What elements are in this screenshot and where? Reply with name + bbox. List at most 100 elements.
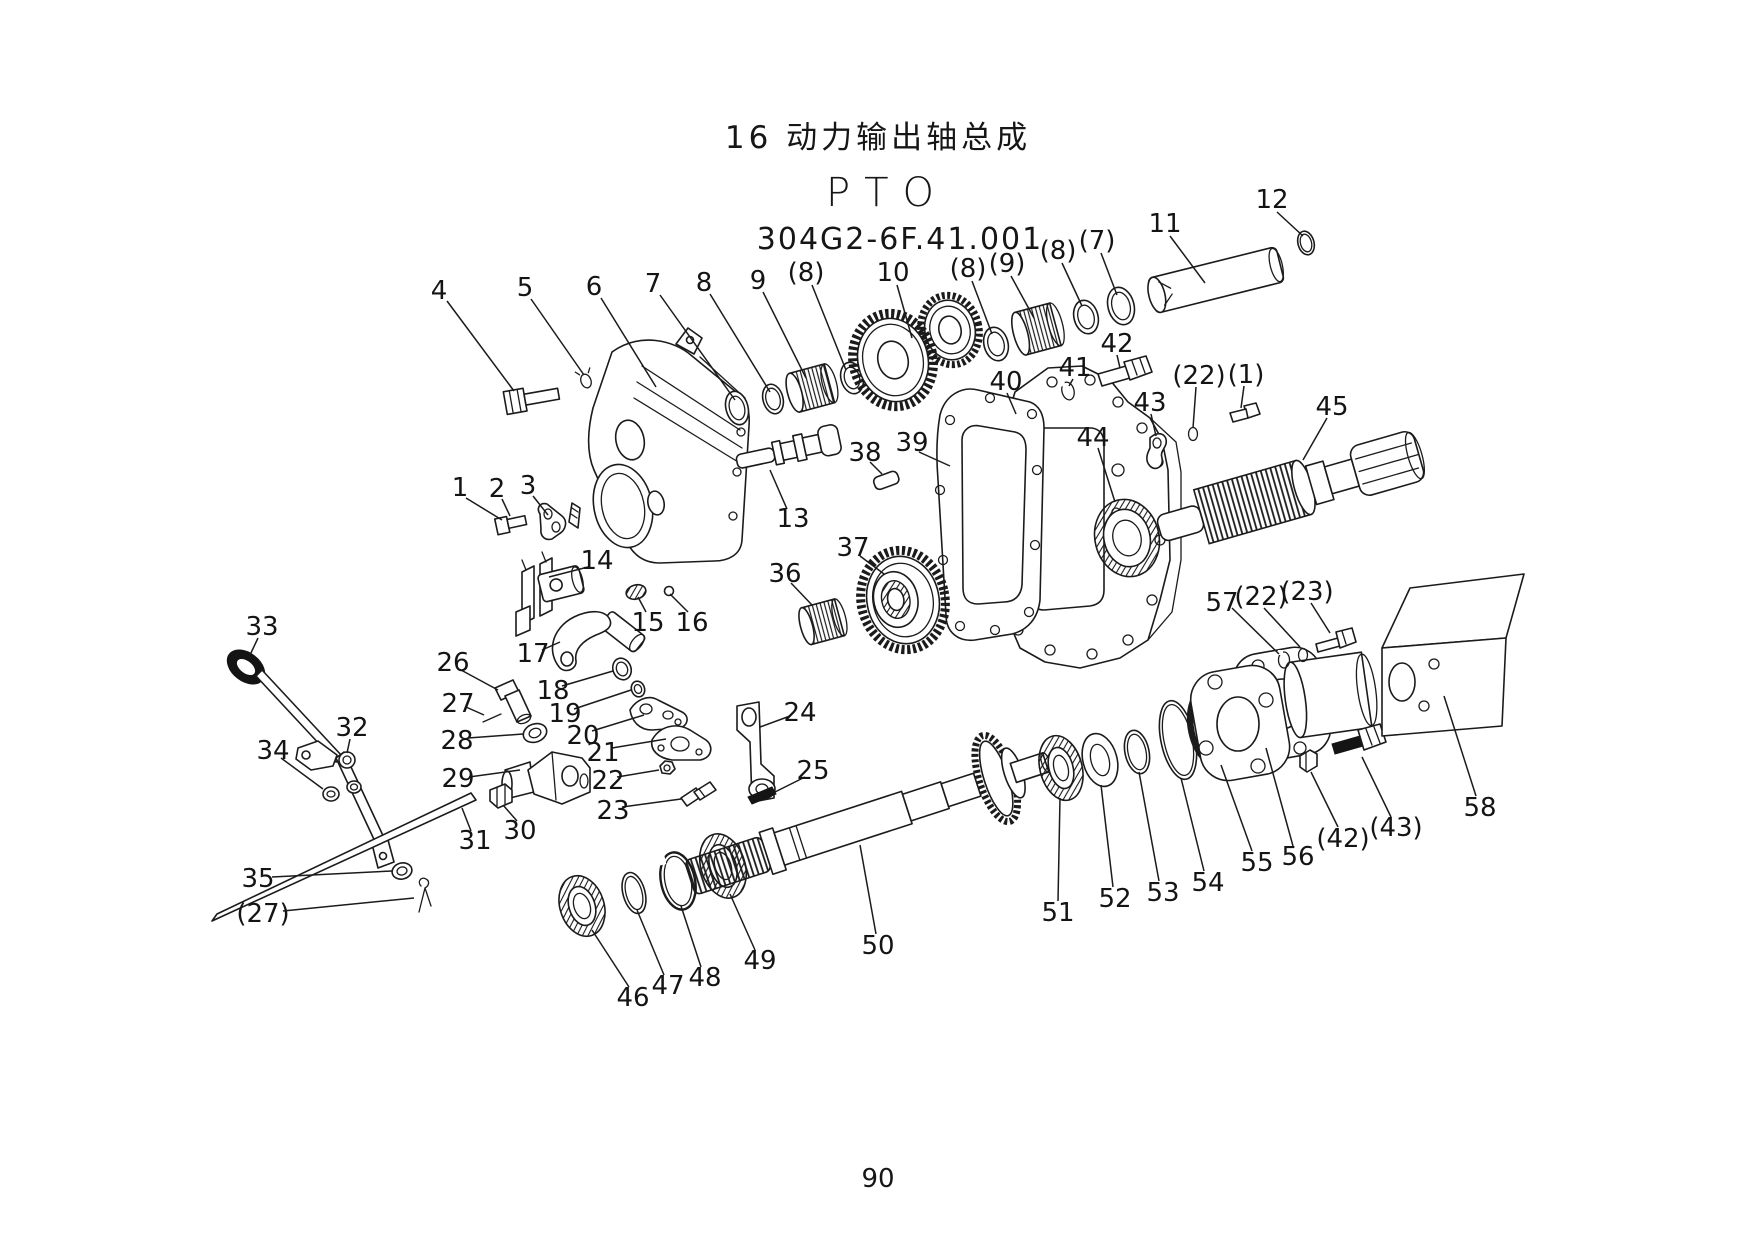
part-label-1-14: 1 <box>452 473 469 503</box>
part-12-ring <box>1296 230 1316 256</box>
leader-line <box>461 807 472 832</box>
leader-line <box>709 293 771 393</box>
part-label-2-15: 2 <box>489 474 506 504</box>
part-label-19-37: 19 <box>548 699 581 729</box>
leader-line <box>1276 211 1304 237</box>
leader-line <box>271 870 393 878</box>
part-label-48-53: 48 <box>688 963 721 993</box>
leader-line <box>859 844 877 935</box>
leader-line <box>468 769 521 778</box>
leader-line <box>636 909 665 976</box>
part-28-washer <box>522 722 548 744</box>
part-44-bearing <box>1093 498 1161 578</box>
part-label-31-46: 31 <box>458 826 491 856</box>
part-10-gear-cluster <box>848 291 983 412</box>
part-label-17-31: 17 <box>516 639 549 669</box>
part-39-gasket <box>934 388 1045 641</box>
part-26-bushing <box>494 679 532 725</box>
part-label-9-5: 9 <box>750 266 767 296</box>
leader-line <box>1010 275 1035 319</box>
part-57-circlip <box>1277 650 1291 669</box>
leader-line <box>1302 417 1328 461</box>
part-label-43-63: (43) <box>1369 813 1422 843</box>
leader-line <box>971 280 993 335</box>
page-title: 16 动力输出轴总成 <box>724 120 1032 156</box>
part-25-pin <box>747 786 777 805</box>
part-7b-ring <box>1106 286 1136 326</box>
part-label-29-44: 29 <box>441 764 474 794</box>
leader-line <box>759 715 791 728</box>
part-label-7-3: 7 <box>645 269 662 299</box>
part-label-43-23: 43 <box>1133 388 1166 418</box>
part-52-ring <box>1081 732 1119 788</box>
part-32-pivot-ring <box>338 751 356 769</box>
leader-line <box>1100 784 1114 888</box>
part-label-7-11: (7) <box>1079 226 1116 256</box>
part-label-33-32: 33 <box>245 612 278 642</box>
part-label-13-17: 13 <box>776 504 809 534</box>
pto-subtitle: PTO <box>825 170 949 216</box>
part-label-58-67: 58 <box>1463 793 1496 823</box>
leader-line <box>1057 797 1061 902</box>
part-label-21-39: 21 <box>586 738 619 768</box>
part-label-37-69: 37 <box>836 533 869 563</box>
part-label-6-2: 6 <box>586 272 603 302</box>
leader-line <box>502 804 518 822</box>
part-label-40-20: 40 <box>989 367 1022 397</box>
part-label-42-62: (42) <box>1316 824 1369 854</box>
part-label-20-38: 20 <box>566 721 599 751</box>
part-45-pto-shaft <box>1156 430 1426 545</box>
leader-line <box>729 893 756 951</box>
part-22m-washer <box>1187 426 1199 442</box>
leader-line <box>1138 771 1160 882</box>
leader-line <box>790 582 813 606</box>
leader-line <box>532 495 549 516</box>
leader-line <box>465 497 503 521</box>
part-50-shaft <box>685 731 1052 895</box>
part-47-ring <box>621 871 647 915</box>
part-22-nut <box>659 760 676 775</box>
leader-line <box>1240 385 1245 409</box>
part-17-fork <box>551 610 646 672</box>
part-label-9-9: (9) <box>989 249 1026 279</box>
leader-line <box>611 738 667 749</box>
part-19-ring <box>630 680 646 698</box>
leader-line <box>859 555 885 575</box>
part-label-39-19: 39 <box>895 428 928 458</box>
part-16-ball <box>663 585 675 597</box>
part-link-plate <box>295 740 338 771</box>
part-30-nut <box>489 783 513 809</box>
part-33-lever <box>226 649 395 869</box>
part-20-gasket <box>629 696 688 731</box>
part-label-15-29: 15 <box>631 608 664 638</box>
part-label-12-13: 12 <box>1255 185 1288 215</box>
leader-line <box>561 670 614 687</box>
leader-line <box>680 905 702 968</box>
leader-line <box>811 284 847 371</box>
part-label-34-48: 34 <box>256 736 289 766</box>
leader-line <box>1068 378 1074 387</box>
leader-line <box>1180 777 1205 872</box>
part-label-57-64: 57 <box>1205 588 1238 618</box>
part-43-clip <box>1146 432 1168 470</box>
part-13-shaft <box>735 424 842 469</box>
part-31-rod <box>211 792 477 922</box>
part-38-pin <box>872 470 900 491</box>
part-23r-bolt <box>1315 627 1357 653</box>
part-label-8-4: 8 <box>696 268 713 298</box>
part-label-32-47: 32 <box>335 713 368 743</box>
part-27-pin <box>482 713 502 723</box>
leader-line <box>591 714 645 732</box>
part-label-26-33: 26 <box>436 648 469 678</box>
leader-line <box>600 297 657 388</box>
part-5-clip <box>574 367 592 389</box>
part-label-25-43: 25 <box>796 756 829 786</box>
part-label-51-56: 51 <box>1041 898 1074 928</box>
part-18-ring <box>611 657 633 681</box>
leader-line <box>465 706 485 716</box>
part-label-14-28: 14 <box>580 546 613 576</box>
part-label-18-36: 18 <box>536 676 569 706</box>
part-9b-needle-bearing <box>1010 302 1065 356</box>
part-1p-bolt <box>1229 402 1261 423</box>
